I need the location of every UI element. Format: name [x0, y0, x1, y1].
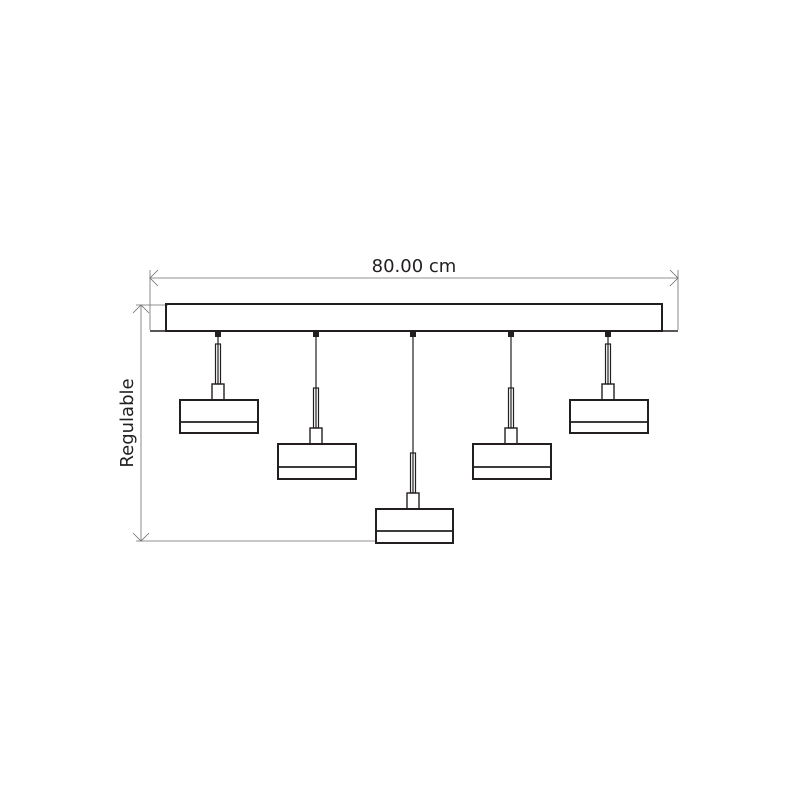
canopy-plate	[165, 303, 663, 332]
pendant-1-mount	[215, 331, 221, 337]
height-label: Regulable	[117, 378, 138, 467]
pendant-5-stem	[601, 383, 615, 401]
pendant-2-stem	[309, 427, 323, 445]
pendant-3	[375, 331, 454, 544]
height-dimension: Regulable	[117, 304, 376, 542]
width-dimension: 80.00 cm	[149, 256, 679, 330]
ceiling-canopy	[150, 303, 678, 332]
pendant-3-stem	[406, 492, 420, 510]
pendant-2	[277, 331, 357, 480]
pendant-4-shade	[472, 443, 552, 480]
pendant-4-mount	[508, 331, 514, 337]
pendant-3-shade	[375, 508, 454, 544]
pendant-1-shade	[179, 399, 259, 434]
pendant-1-stem	[211, 383, 225, 401]
pendant-2-shade	[277, 443, 357, 480]
width-label: 80.00 cm	[372, 256, 457, 277]
pendant-3-mount	[410, 331, 416, 337]
pendant-5	[569, 331, 649, 434]
pendant-4	[472, 331, 552, 480]
pendant-5-shade	[569, 399, 649, 434]
pendant-5-mount	[605, 331, 611, 337]
pendant-1	[179, 331, 259, 434]
pendant-4-stem	[504, 427, 518, 445]
pendant-2-mount	[313, 331, 319, 337]
